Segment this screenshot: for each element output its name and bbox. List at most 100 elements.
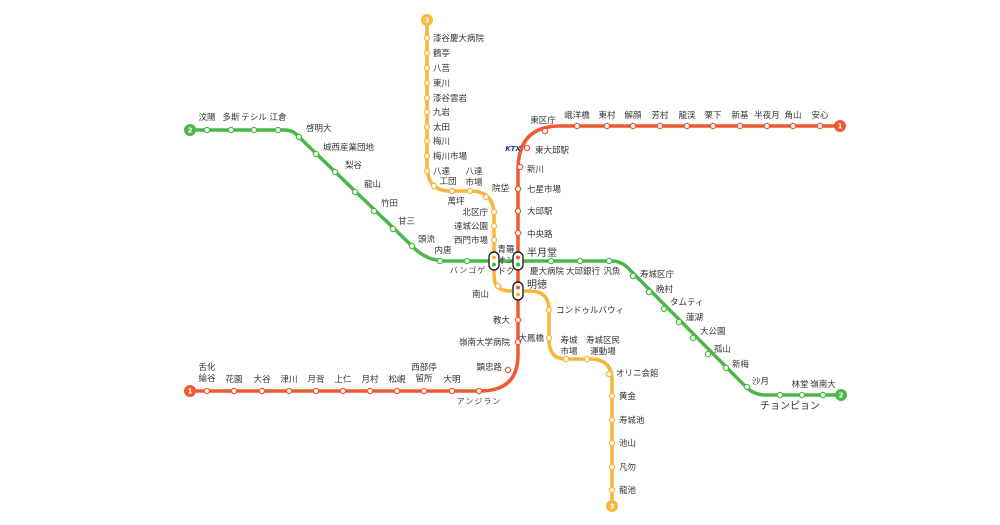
station-dot[interactable] — [776, 391, 784, 399]
station-dot[interactable] — [466, 187, 474, 195]
station-dot[interactable] — [331, 168, 339, 176]
station-dot[interactable] — [545, 306, 553, 314]
station-dot[interactable] — [423, 79, 431, 87]
station-label: 峨洋橋 — [564, 110, 590, 121]
station-dot[interactable] — [514, 338, 522, 346]
station-dot[interactable] — [576, 257, 584, 265]
station-label: 大鳳橋 — [518, 333, 544, 344]
station-dot[interactable] — [798, 391, 806, 399]
station-dot[interactable] — [583, 355, 591, 363]
station-dot[interactable] — [629, 122, 637, 130]
station-dot[interactable] — [704, 350, 712, 358]
station-dot[interactable] — [608, 463, 616, 471]
station-label: 萬坪 — [447, 196, 465, 207]
station-dot[interactable] — [573, 122, 581, 130]
station-dot[interactable] — [423, 167, 431, 175]
station-dot[interactable] — [722, 364, 730, 372]
station-dot[interactable] — [514, 229, 522, 237]
station-dot[interactable] — [423, 94, 431, 102]
station-dot[interactable] — [608, 486, 616, 494]
station-dot[interactable] — [475, 387, 483, 395]
station-dot[interactable] — [448, 387, 456, 395]
station-dot[interactable] — [514, 316, 522, 324]
station-dot[interactable] — [743, 383, 751, 391]
station-dot[interactable] — [230, 387, 238, 395]
station-dot[interactable] — [423, 123, 431, 131]
station-dot[interactable] — [312, 387, 320, 395]
ktx-logo: KTX — [505, 145, 521, 153]
station-dot[interactable] — [819, 391, 827, 399]
station-dot[interactable] — [482, 193, 490, 201]
station-dot[interactable] — [423, 64, 431, 72]
station-dot[interactable] — [629, 272, 637, 280]
station-dot[interactable] — [393, 387, 401, 395]
station-dot[interactable] — [789, 122, 797, 130]
station-dot[interactable] — [608, 392, 616, 400]
station-dot[interactable] — [608, 416, 616, 424]
station-dot[interactable] — [603, 122, 611, 130]
station-dot[interactable] — [203, 387, 211, 395]
station-dot[interactable] — [545, 334, 553, 342]
station-label: 大公園 — [700, 326, 726, 337]
station-dot[interactable] — [523, 144, 531, 152]
station-dot[interactable] — [351, 188, 359, 196]
station-dot[interactable] — [203, 126, 211, 134]
station-dot[interactable] — [436, 257, 444, 265]
station-dot[interactable] — [547, 257, 555, 265]
station-dot[interactable] — [541, 127, 549, 135]
station-dot[interactable] — [656, 122, 664, 130]
station-dot[interactable] — [494, 282, 502, 290]
station-label: 寿城区庁 — [640, 269, 675, 280]
station-dot[interactable] — [227, 126, 235, 134]
transfer-station-marker[interactable] — [512, 281, 524, 301]
station-dot[interactable] — [448, 187, 456, 195]
station-dot[interactable] — [366, 387, 374, 395]
station-dot[interactable] — [250, 126, 258, 134]
station-dot[interactable] — [709, 122, 717, 130]
station-dot[interactable] — [389, 225, 397, 233]
station-dot[interactable] — [675, 318, 683, 326]
station-dot[interactable] — [514, 207, 522, 215]
station-dot[interactable] — [660, 305, 668, 313]
station-dot[interactable] — [689, 334, 697, 342]
station-dot[interactable] — [423, 49, 431, 57]
station-dot[interactable] — [423, 34, 431, 42]
station-label: 東村 — [598, 110, 616, 121]
station-label: テシル — [241, 113, 267, 123]
station-label: チョンピョン — [760, 400, 820, 412]
station-dot[interactable] — [430, 182, 438, 190]
station-dot[interactable] — [339, 387, 347, 395]
station-dot[interactable] — [816, 122, 824, 130]
station-dot[interactable] — [645, 288, 653, 296]
station-dot[interactable] — [516, 163, 524, 171]
station-label: 七星市場 — [527, 184, 562, 195]
station-dot[interactable] — [562, 355, 570, 363]
station-dot[interactable] — [423, 137, 431, 145]
station-label: 梅川市場 — [433, 151, 468, 162]
station-dot[interactable] — [285, 387, 293, 395]
station-dot[interactable] — [295, 133, 303, 141]
station-dot[interactable] — [608, 439, 616, 447]
station-dot[interactable] — [736, 122, 744, 130]
station-dot[interactable] — [490, 208, 498, 216]
station-dot[interactable] — [312, 150, 320, 158]
station-dot[interactable] — [605, 257, 613, 265]
station-dot[interactable] — [274, 126, 282, 134]
station-dot[interactable] — [490, 222, 498, 230]
station-dot[interactable] — [370, 207, 378, 215]
station-dot[interactable] — [463, 257, 471, 265]
station-dot[interactable] — [258, 387, 266, 395]
station-dot[interactable] — [423, 108, 431, 116]
station-dot[interactable] — [408, 242, 416, 250]
station-dot[interactable] — [683, 122, 691, 130]
station-dot[interactable] — [504, 366, 512, 374]
station-dot[interactable] — [420, 387, 428, 395]
station-dot[interactable] — [763, 122, 771, 130]
station-dot[interactable] — [423, 152, 431, 160]
station-dot[interactable] — [490, 236, 498, 244]
station-dot[interactable] — [605, 370, 613, 378]
transfer-station-marker[interactable] — [512, 251, 524, 271]
station-label: 九岩 — [433, 107, 451, 118]
station-dot[interactable] — [514, 185, 522, 193]
transfer-station-marker[interactable] — [488, 251, 500, 271]
